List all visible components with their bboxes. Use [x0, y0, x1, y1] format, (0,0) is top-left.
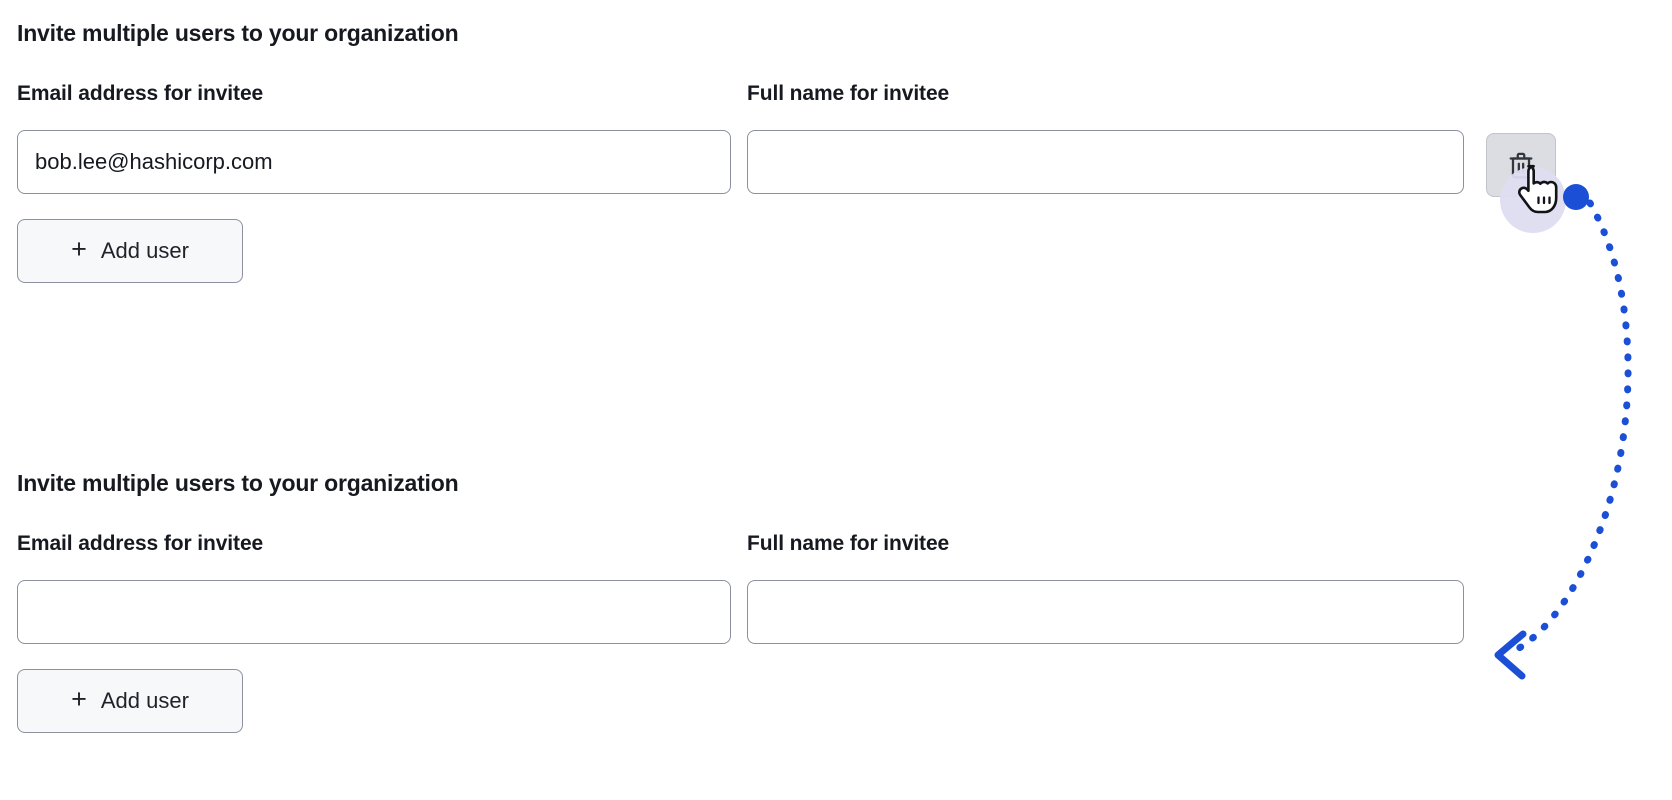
add-user-button-label: Add user [100, 238, 189, 263]
plus-icon: + [71, 234, 87, 264]
add-user-button-label: Add user [100, 688, 189, 713]
invite-section-2: Invite multiple users to your organizati… [0, 450, 1672, 750]
add-user-button[interactable]: + Add user [17, 219, 243, 283]
page-title-secondary: Invite multiple users to your organizati… [17, 470, 459, 496]
fullname-input[interactable] [747, 130, 1464, 194]
email-input-secondary[interactable] [17, 580, 731, 644]
add-user-button-secondary[interactable]: + Add user [17, 669, 243, 733]
fullname-input-secondary[interactable] [747, 580, 1464, 644]
plus-icon: + [71, 684, 87, 714]
email-input[interactable] [17, 130, 731, 194]
email-field-label-secondary: Email address for invitee [17, 532, 264, 555]
page-title: Invite multiple users to your organizati… [17, 20, 459, 46]
email-field-label: Email address for invitee [17, 82, 264, 105]
fullname-field-label: Full name for invitee [747, 82, 950, 105]
fullname-field-label-secondary: Full name for invitee [747, 532, 950, 555]
invite-section-1: Invite multiple users to your organizati… [0, 0, 1672, 300]
cursor-halo [1500, 167, 1566, 233]
